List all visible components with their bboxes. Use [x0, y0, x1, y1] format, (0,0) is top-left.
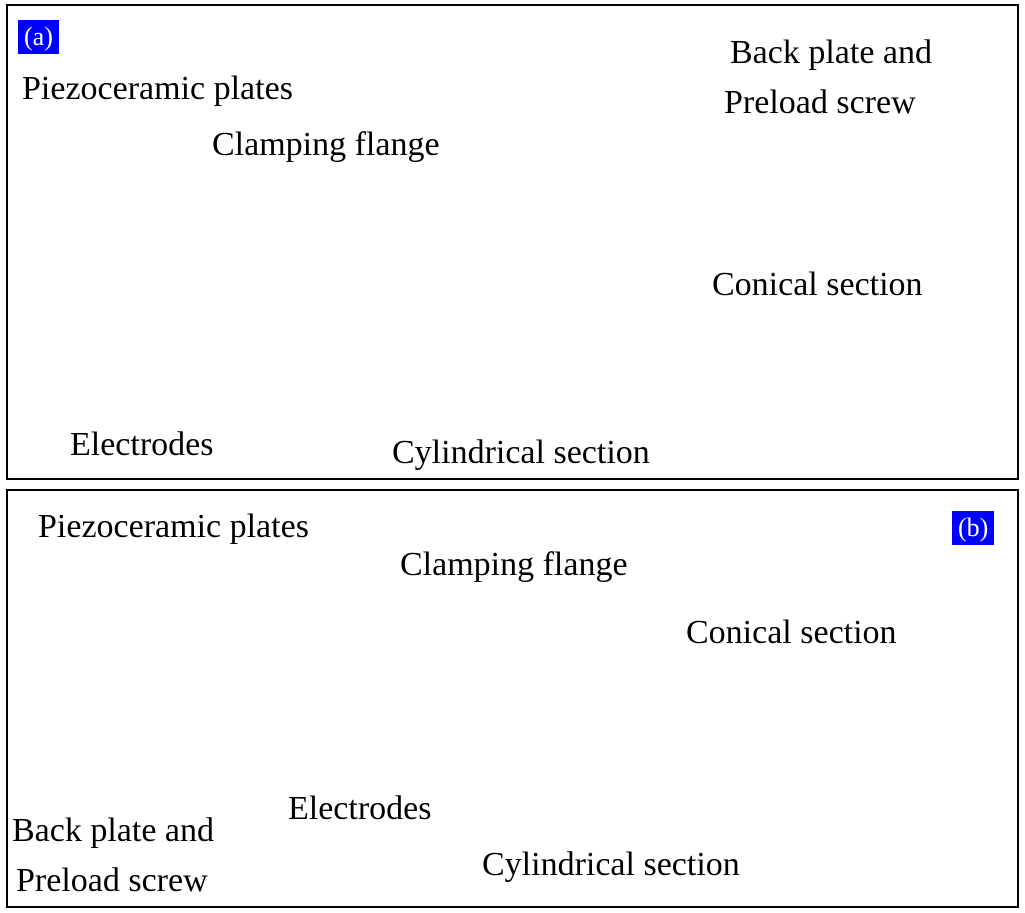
label-b-piezoceramic-plates: Piezoceramic plates — [38, 508, 309, 545]
label-a-electrodes: Electrodes — [70, 426, 214, 463]
panel-a: (a) — [6, 4, 1019, 480]
label-b-electrodes: Electrodes — [288, 790, 432, 827]
label-b-back-plate-1: Back plate and — [12, 812, 215, 849]
label-b-clamping-flange: Clamping flange — [400, 546, 628, 583]
label-a-back-plate-1: Back plate and — [730, 34, 933, 71]
panel-badge-a: (a) — [18, 20, 59, 54]
label-a-cylindrical-section: Cylindrical section — [392, 434, 650, 471]
label-b-cylindrical-section: Cylindrical section — [482, 846, 740, 883]
label-a-back-plate-2: Preload screw — [724, 84, 916, 121]
label-a-conical-section: Conical section — [712, 266, 923, 303]
panel-badge-b: (b) — [952, 511, 995, 545]
label-a-clamping-flange: Clamping flange — [212, 126, 440, 163]
label-b-back-plate-2: Preload screw — [16, 862, 208, 899]
label-a-piezoceramic-plates: Piezoceramic plates — [22, 70, 293, 107]
panel-b: (b) — [6, 489, 1019, 908]
label-b-conical-section: Conical section — [686, 614, 897, 651]
